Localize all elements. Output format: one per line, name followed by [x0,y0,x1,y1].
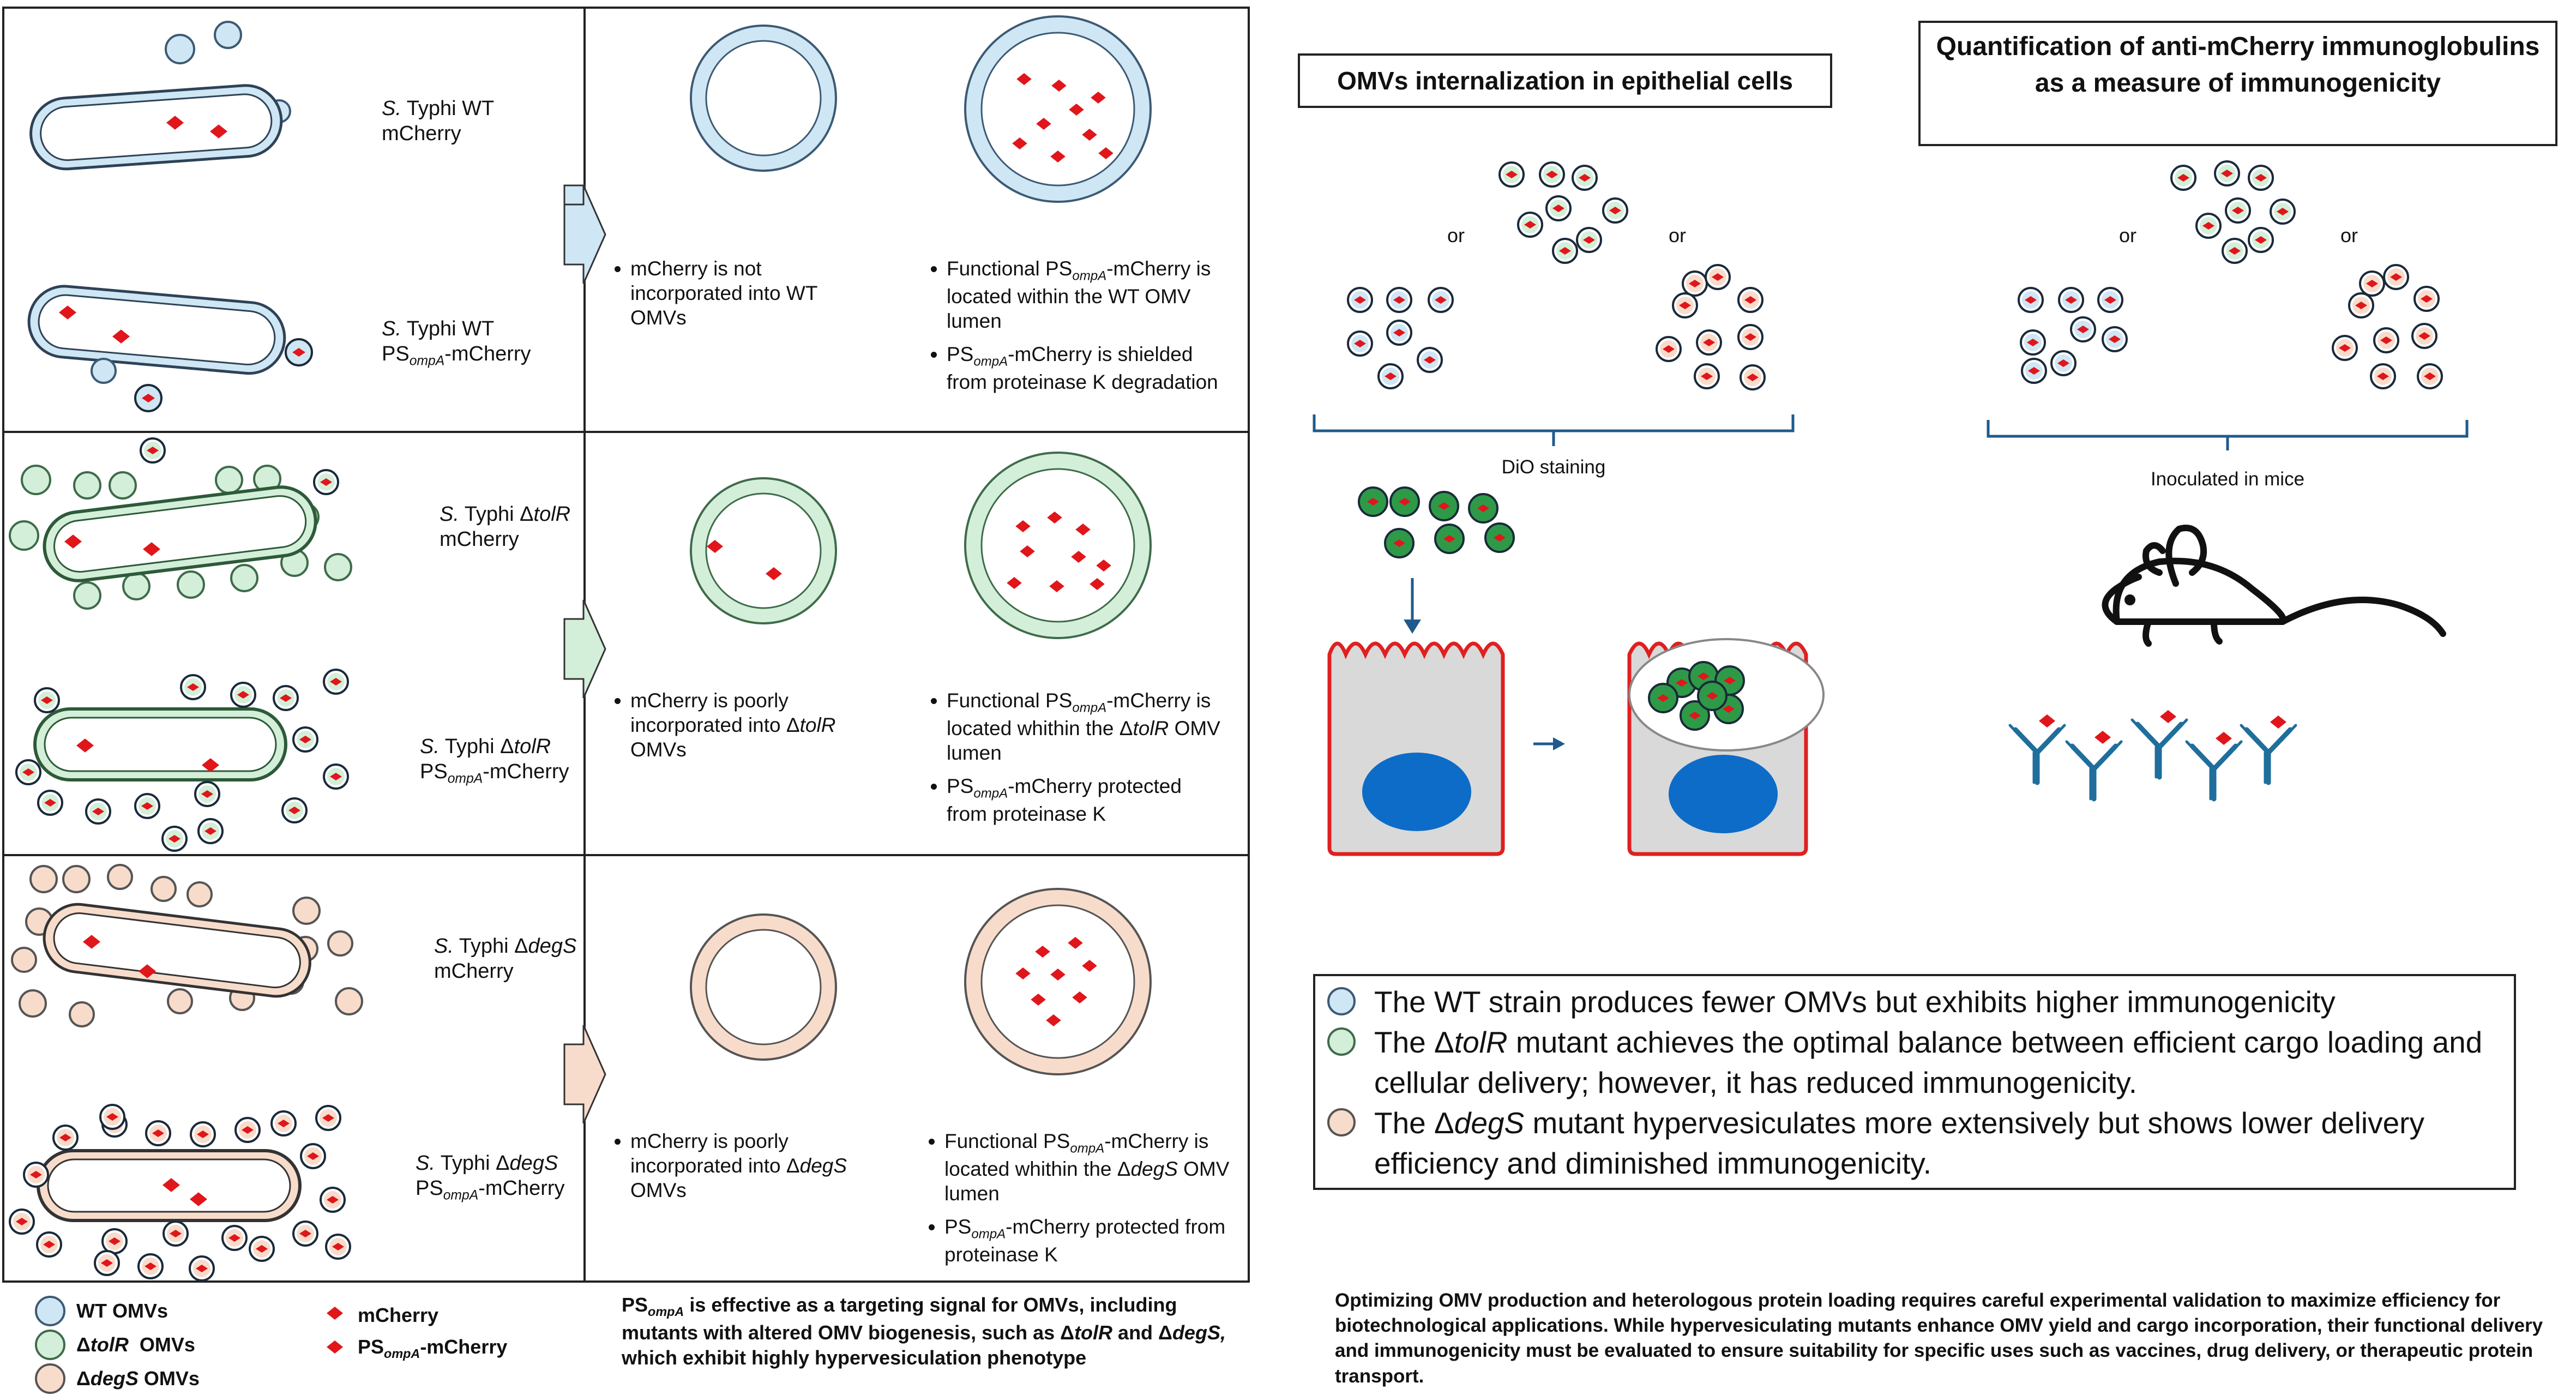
summary-wt: The WT strain produces fewer OMVs but ex… [1374,985,2336,1019]
immunogenicity-or-2: or [2340,224,2358,246]
row-degs-arrow [563,1025,606,1124]
summary-degs: The ΔdegS mutant hypervesiculates more e… [1374,1106,2424,1181]
row-tolr-vesicles [690,452,1152,639]
legend-mcherry: mCherry [358,1304,439,1326]
bullets-degs-right: Functional PSompA-mCherry is located whi… [914,1129,1230,1276]
legend-tolr-omvs: ΔtolR OMVs [76,1333,195,1356]
immunogenicity-title: Quantification of anti-mCherry immunoglo… [1936,32,2540,98]
bullets-wt-right: Functional PSompA-mCherry is located wit… [916,256,1227,403]
internalization-or-2: or [1669,224,1687,246]
targeting-note: PSompA is effective as a targeting signa… [622,1294,1226,1369]
bullet-wt-lumen: Functional PSompA-mCherry is located wit… [947,256,1227,333]
legend-ps-mcherry: PSompA-mCherry [358,1336,508,1361]
strain-label-wt-mcherry: S. Typhi WT mCherry [382,97,495,146]
mouse-icon [2102,525,2446,647]
bullets-tolr-right: Functional PSompA-mCherry is located whi… [916,688,1221,835]
bullets-degs-left: mCherry is poorly incorporated into Δdeg… [600,1129,862,1211]
bullet-degs-lumen: Functional PSompA-mCherry is located whi… [944,1129,1230,1206]
bullet-wt-not-incorporated: mCherry is not incorporated into WT OMVs [630,256,845,330]
summary-graphics [1313,974,2516,1190]
row-wt-bacteria [27,21,313,412]
strain-label-tolr-ps: S. Typhi ΔtolR PSompA-mCherry [420,735,569,786]
strain-label-wt-ps: S. Typhi WT PSompA-mCherry [382,317,531,369]
row-degs-bacteria [9,864,363,1282]
internalization-title: OMVs internalization in epithelial cells [1337,67,1793,95]
bullet-tolr-lumen: Functional PSompA-mCherry is located whi… [947,688,1221,765]
legend-degs-omvs: ΔdegS OMVs [76,1367,200,1390]
row-tolr-arrow [563,599,606,699]
bullet-tolr-poorly: mCherry is poorly incorporated into Δtol… [630,688,845,762]
strain-label-tolr-mcherry: S. Typhi ΔtolR mCherry [440,503,571,551]
summary-tolr: The ΔtolR mutant achieves the optimal ba… [1374,1025,2483,1100]
bullet-tolr-protected: PSompA-mCherry protected from proteinase… [947,774,1221,826]
row-wt-vesicles [690,15,1152,203]
internalization-or-1: or [1447,224,1465,246]
immunogenicity-graphics [1918,21,2557,799]
bullets-wt-left: mCherry is not incorporated into WT OMVs [600,256,845,339]
row-degs-vesicles [690,888,1152,1075]
legend-wt-omvs: WT OMVs [76,1300,168,1322]
legend-symbols [35,1296,343,1394]
dio-staining-label: DiO staining [1501,456,1606,478]
bullet-degs-protected: PSompA-mCherry protected from proteinase… [944,1214,1230,1267]
conclusion-text: Optimizing OMV production and heterologo… [1335,1290,2543,1387]
immunogenicity-or-1: or [2119,224,2137,246]
bullet-degs-poorly: mCherry is poorly incorporated into Δdeg… [630,1129,862,1202]
bullets-tolr-left: mCherry is poorly incorporated into Δtol… [600,688,845,771]
strain-label-degs-mcherry: S. Typhi ΔdegS mCherry [434,935,577,983]
internalization-graphics [1298,53,1832,856]
strain-label-degs-ps: S. Typhi ΔdegS PSompA-mCherry [416,1152,565,1203]
inoculated-label: Inoculated in mice [2150,468,2305,490]
row-wt-arrow [563,184,606,284]
row-tolr-bacteria [9,437,352,852]
bullet-wt-shielded: PSompA-mCherry is shielded from proteina… [947,342,1227,394]
